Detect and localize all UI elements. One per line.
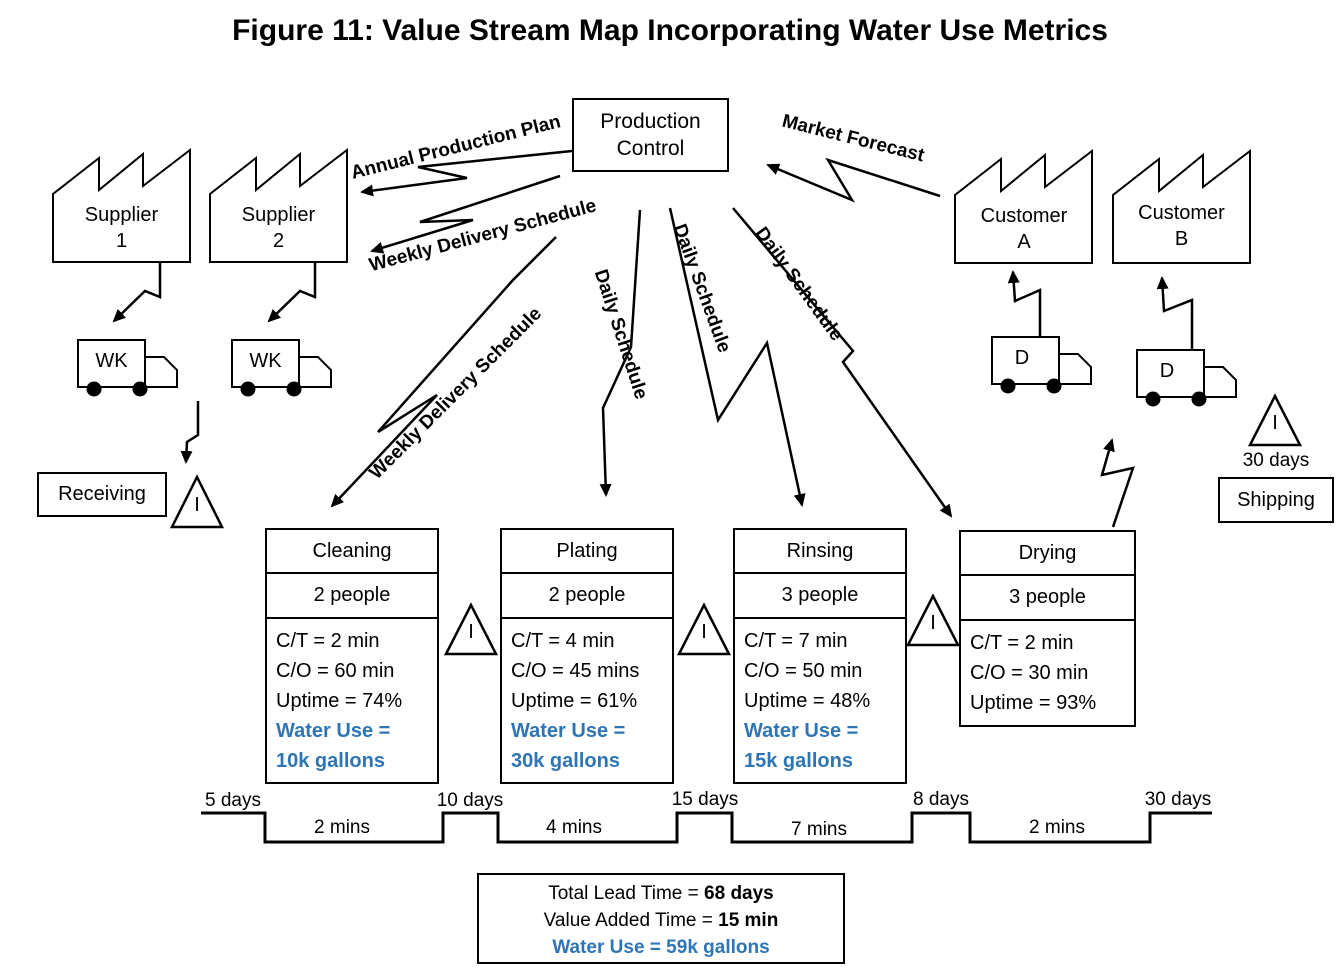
total-lead-time-line: Total Lead Time = 68 days	[548, 883, 774, 904]
process-box-rinsing: Rinsing 3 people C/T = 7 min C/O = 50 mi…	[733, 528, 907, 784]
daily-schedule-arrow-2	[668, 207, 806, 507]
customer-b-truck-icon	[1136, 349, 1237, 407]
inventory-label-3: I	[930, 612, 936, 634]
process-name: Drying	[961, 532, 1134, 576]
shipping-box: Shipping	[1218, 477, 1334, 523]
process-metric: Uptime = 61%	[511, 690, 638, 712]
supplier-1-label: Supplier 1	[84, 204, 159, 252]
timeline-step-line	[201, 811, 1212, 844]
drying-to-shipping-truck-arrow	[1100, 438, 1135, 528]
process-time-label: 7 mins	[791, 819, 847, 840]
process-people: 3 people	[961, 576, 1134, 621]
customer-a-label: Customer A	[980, 205, 1068, 253]
process-name: Plating	[502, 530, 672, 574]
production-control-line2: Control	[616, 137, 685, 160]
customer-b-truck-label: D	[1159, 360, 1175, 382]
production-control-box: Production Control	[572, 98, 729, 172]
process-people: 3 people	[735, 574, 905, 619]
market-forecast-arrow	[766, 157, 941, 203]
process-metric: C/O = 30 min	[970, 662, 1089, 684]
customer-a-truck-label: D	[1014, 347, 1030, 369]
customer-a-factory-icon	[954, 148, 1093, 264]
production-control-line1: Production	[600, 110, 701, 133]
process-water-use: 30k gallons	[511, 750, 620, 772]
figure-title: Figure 11: Value Stream Map Incorporatin…	[232, 14, 1108, 47]
inventory-triangle-1-icon	[443, 602, 499, 656]
supplier-1-to-truck-arrow	[112, 263, 162, 323]
process-box-plating: Plating 2 people C/T = 4 min C/O = 45 mi…	[500, 528, 674, 784]
supplier-2-label: Supplier 2	[241, 204, 316, 252]
truck-to-customer-a-arrow	[1007, 270, 1042, 337]
process-people: 2 people	[502, 574, 672, 619]
process-metric: C/T = 7 min	[744, 630, 848, 652]
shipping-inventory-triangle-icon	[1247, 393, 1303, 447]
process-metric: C/O = 60 min	[276, 660, 395, 682]
inventory-triangle-3-icon	[905, 593, 961, 647]
process-name: Rinsing	[735, 530, 905, 574]
customer-b-label: Customer B	[1138, 202, 1225, 250]
shipping-inventory-days: 30 days	[1242, 450, 1310, 471]
process-metric: C/T = 2 min	[970, 632, 1074, 654]
receiving-box: Receiving	[37, 472, 167, 517]
supplier-2-truck-label: WK	[249, 350, 282, 372]
supplier-2-factory-icon	[209, 147, 348, 263]
process-water-use: Water Use =	[511, 720, 626, 742]
receiving-inventory-triangle-icon	[169, 474, 225, 529]
inventory-triangle-2-icon	[676, 602, 732, 656]
supplier-1-truck-label: WK	[95, 350, 128, 372]
process-water-use: 10k gallons	[276, 750, 385, 772]
weekly-delivery-schedule-lower-arrow	[330, 236, 557, 508]
lead-time-label: 15 days	[671, 789, 739, 810]
lead-time-label: 5 days	[205, 790, 261, 811]
shipping-inventory-label: I	[1272, 412, 1278, 434]
customer-a-truck-icon	[991, 336, 1092, 394]
lead-time-label: 8 days	[913, 789, 969, 810]
truck-to-customer-b-arrow	[1156, 276, 1194, 350]
customer-b-factory-icon	[1112, 148, 1251, 264]
annual-production-plan-arrow	[360, 149, 573, 197]
process-metric: Uptime = 48%	[744, 690, 871, 712]
total-water-use-line: Water Use = 59k gallons	[552, 937, 770, 958]
supplier-2-to-truck-arrow	[267, 263, 317, 323]
weekly-delivery-schedule-upper-arrow	[370, 174, 561, 254]
process-metric: C/T = 4 min	[511, 630, 615, 652]
trucks-to-receiving-arrow	[180, 401, 200, 464]
process-metric: Uptime = 74%	[276, 690, 403, 712]
supplier-1-truck-icon	[77, 339, 178, 397]
inventory-label-2: I	[701, 621, 707, 643]
process-water-use: Water Use =	[744, 720, 859, 742]
process-box-cleaning: Cleaning 2 people C/T = 2 min C/O = 60 m…	[265, 528, 439, 784]
process-metric: C/O = 45 mins	[511, 660, 640, 682]
process-water-use: 15k gallons	[744, 750, 853, 772]
value-added-time-line: Value Added Time = 15 min	[543, 910, 779, 931]
process-metric: C/O = 50 min	[744, 660, 863, 682]
process-people: 2 people	[267, 574, 437, 619]
lead-time-label: 10 days	[436, 790, 504, 811]
supplier-1-factory-icon	[52, 147, 191, 263]
process-time-label: 2 mins	[314, 817, 370, 838]
lead-time-label: 30 days	[1144, 789, 1212, 810]
daily-schedule-arrow-1	[599, 209, 642, 497]
supplier-2-truck-icon	[231, 339, 332, 397]
process-metric: C/T = 2 min	[276, 630, 380, 652]
receiving-inventory-label: I	[194, 494, 200, 516]
process-metric: Uptime = 93%	[970, 692, 1097, 714]
daily-schedule-arrow-3	[732, 207, 953, 518]
process-time-label: 2 mins	[1029, 817, 1085, 838]
inventory-label-1: I	[468, 621, 474, 643]
summary-box: Total Lead Time = 68 days Value Added Ti…	[477, 873, 845, 964]
process-time-label: 4 mins	[546, 817, 602, 838]
process-water-use: Water Use =	[276, 720, 391, 742]
process-box-drying: Drying 3 people C/T = 2 min C/O = 30 min…	[959, 530, 1136, 727]
process-name: Cleaning	[267, 530, 437, 574]
